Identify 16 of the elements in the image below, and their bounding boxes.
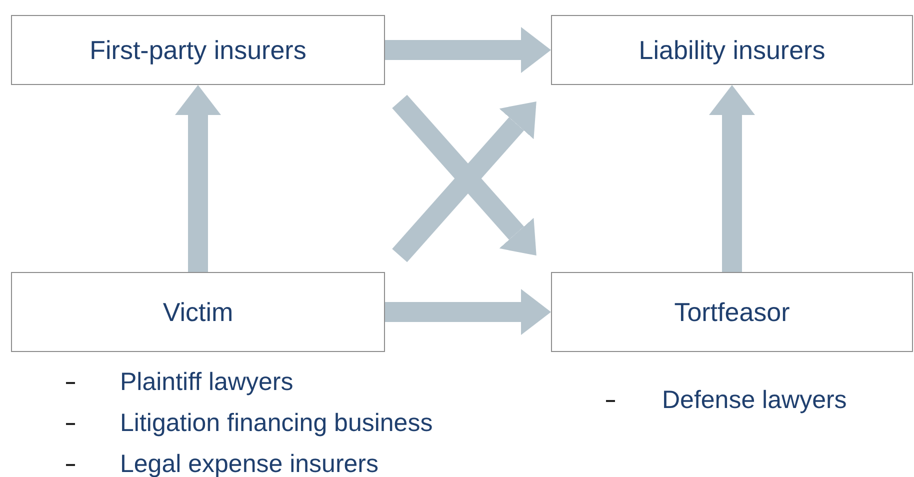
box-label: Liability insurers (638, 34, 826, 66)
list-item: Defense lawyers (662, 388, 847, 413)
list-item: Plaintiff lawyers (120, 370, 294, 395)
box-label: Tortfeasor (674, 296, 790, 328)
block-arrow (385, 27, 551, 73)
process-box (551, 15, 913, 85)
process-box (11, 15, 385, 85)
block-arrow (385, 289, 551, 335)
process-box (551, 272, 913, 352)
process-box (11, 272, 385, 352)
block-arrow (175, 85, 221, 272)
list-item: Legal expense insurers (120, 452, 378, 477)
box-label: First-party insurers (90, 34, 306, 66)
list-item: Litigation financing business (120, 411, 433, 436)
block-arrow (709, 85, 755, 272)
box-label: Victim (162, 296, 234, 328)
